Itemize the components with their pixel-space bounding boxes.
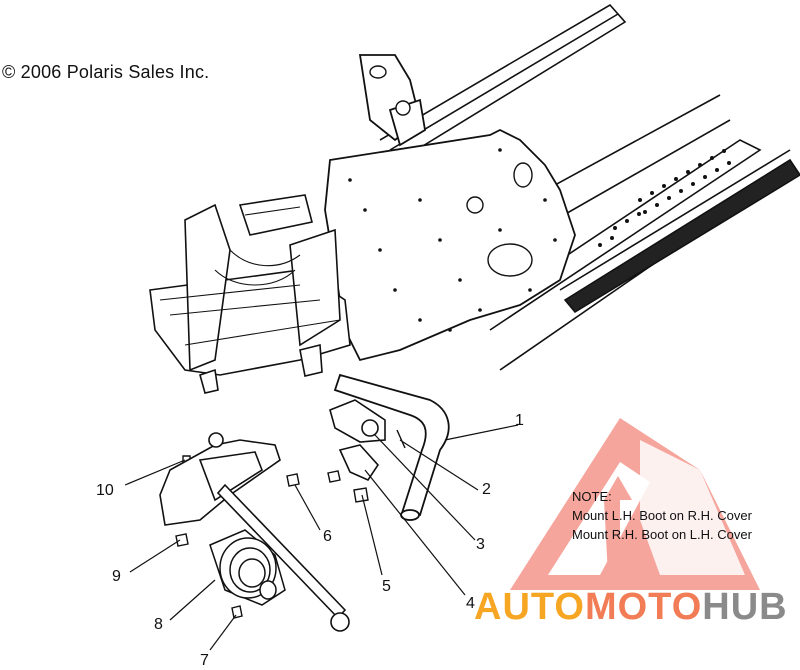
frame-detail-lines [159,206,341,346]
watermark-auto: AUTO [474,586,585,628]
watermark-logo [510,418,760,590]
watermark-moto: MOTO [584,586,703,628]
bulkhead-holes [369,65,533,277]
tunnel-perforations [598,149,731,247]
callout-1: 1 [515,412,524,429]
watermark-text: AUTOMOTOHUB [474,586,788,629]
bracket-cover [159,432,281,526]
note-line-1: Mount L.H. Boot on R.H. Cover [572,508,752,523]
callout-3: 3 [476,536,485,553]
mounting-note: NOTE: Mount L.H. Boot on R.H. Cover Moun… [572,487,752,544]
note-heading: NOTE: [572,489,612,504]
front-frame [149,194,351,394]
callout-4: 4 [466,595,475,612]
fasteners [175,429,406,619]
tie-rod [216,483,350,632]
callout-8: 8 [154,616,163,633]
leader-lines [124,424,519,651]
callout-5: 5 [382,578,391,595]
callout-7: 7 [200,652,209,669]
callout-9: 9 [112,568,121,585]
watermark-hub: HUB [702,586,788,628]
exhaust-tube [333,373,450,521]
rubber-boot [209,529,286,606]
callout-6: 6 [323,528,332,545]
bulkhead-plate [324,54,576,362]
callout-10: 10 [96,482,114,499]
callout-2: 2 [482,481,491,498]
clamp-upper [329,399,386,443]
note-line-2: Mount R.H. Boot on L.H. Cover [572,527,752,542]
bulkhead-rivets [348,148,557,332]
clamp-lower [338,444,380,482]
chassis-rails [379,3,800,371]
copyright-text: © 2006 Polaris Sales Inc. [2,62,210,82]
